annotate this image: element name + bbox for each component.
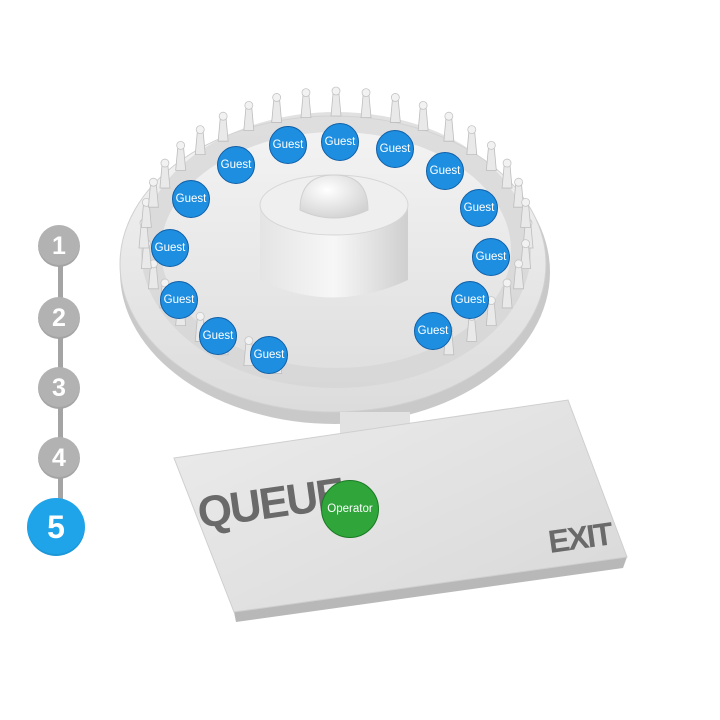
seat (147, 184, 159, 208)
guest-badge: Guest (269, 126, 307, 164)
operator-badge: Operator (321, 480, 379, 538)
seat-headrest (390, 93, 400, 102)
seat (271, 100, 283, 123)
seat (360, 95, 372, 119)
seat (243, 107, 255, 131)
seat-headrest (486, 141, 496, 150)
guest-badge: Guest (426, 152, 464, 190)
seat-headrest (176, 141, 186, 150)
seat-headrest (272, 93, 282, 102)
guest-badge: Guest (321, 123, 359, 161)
guest-badge: Guest (414, 312, 452, 350)
guest-badge: Guest (199, 317, 237, 355)
seat-headrest (301, 88, 311, 98)
seat-headrest (244, 100, 254, 110)
step-5-active[interactable]: 5 (27, 498, 85, 556)
seat (140, 246, 152, 270)
seat-headrest (467, 125, 477, 135)
guest-badge: Guest (160, 281, 198, 319)
seat (330, 93, 342, 117)
seat (466, 318, 478, 342)
seat (485, 148, 497, 171)
boarding-platform (173, 399, 628, 613)
seat (175, 148, 187, 171)
seat-headrest (361, 88, 371, 98)
seat (443, 118, 455, 142)
seat (466, 132, 478, 156)
seat-headrest (444, 111, 454, 121)
seat (501, 285, 513, 309)
guest-badge: Guest (217, 146, 255, 184)
guest-badge: Guest (451, 281, 489, 319)
seat (417, 107, 429, 131)
hub-dome (299, 174, 369, 219)
step-4[interactable]: 4 (38, 437, 80, 479)
boarding-platform-edge (234, 557, 627, 622)
seat-headrest (514, 177, 524, 187)
step-2[interactable]: 2 (38, 297, 80, 339)
guest-badge: Guest (376, 130, 414, 168)
guest-badge: Guest (151, 229, 189, 267)
seat (389, 100, 401, 123)
seat (501, 165, 513, 189)
step-1[interactable]: 1 (38, 225, 80, 267)
seat-headrest (502, 278, 512, 288)
guest-badge: Guest (172, 180, 210, 218)
seat (485, 303, 497, 326)
seat-headrest (195, 125, 205, 135)
seat-headrest (521, 197, 531, 207)
guest-badge: Guest (472, 238, 510, 276)
seat-headrest (160, 158, 170, 168)
seat (513, 266, 525, 290)
seat (140, 204, 152, 228)
seat-headrest (418, 100, 428, 110)
seat-headrest (502, 158, 512, 168)
guest-badge: Guest (250, 336, 288, 374)
seat (520, 204, 532, 228)
seat (138, 225, 150, 249)
seat (159, 165, 171, 189)
seat-headrest (521, 239, 531, 249)
step-3[interactable]: 3 (38, 367, 80, 409)
seat-headrest (218, 111, 228, 121)
seat-headrest (244, 336, 254, 346)
guest-badge: Guest (460, 189, 498, 227)
seat (300, 95, 312, 119)
seat-headrest (331, 86, 341, 96)
seat (147, 266, 159, 290)
seat-headrest (195, 311, 205, 321)
seat (194, 132, 206, 156)
seat-headrest (514, 259, 524, 269)
seat-headrest (148, 177, 158, 187)
seat (217, 118, 229, 142)
